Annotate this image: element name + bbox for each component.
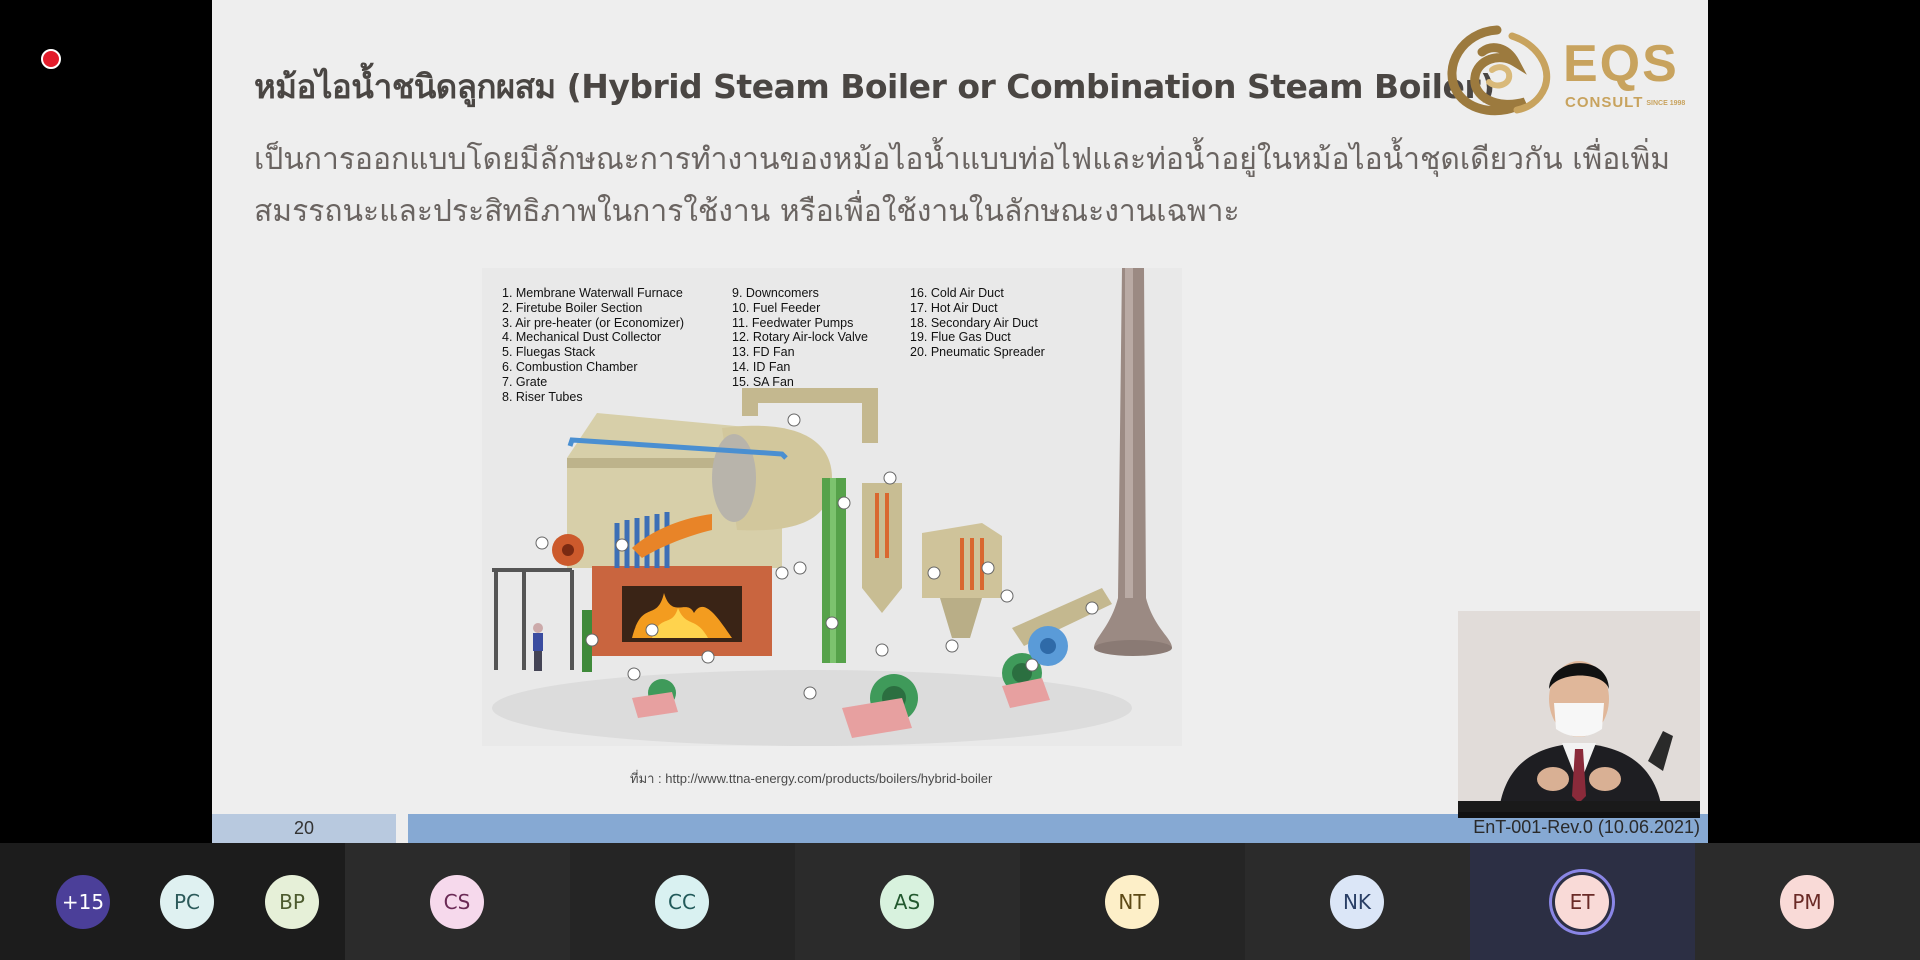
boiler-illustration xyxy=(492,268,1172,746)
legend-column-3: 16. Cold Air Duct 17. Hot Air Duct 18. S… xyxy=(910,286,1045,360)
participant-avatar[interactable]: NT xyxy=(1105,875,1159,929)
logo-swirl-icon xyxy=(1447,25,1551,116)
participant-group-tile[interactable]: +15 PC BP xyxy=(0,843,345,960)
legend-item: 2. Firetube Boiler Section xyxy=(502,300,643,315)
legend-item: 17. Hot Air Duct xyxy=(910,300,998,315)
logo-wordmark: EQS xyxy=(1563,35,1679,93)
presenter-video[interactable] xyxy=(1458,611,1700,818)
legend-item: 14. ID Fan xyxy=(732,359,791,374)
participant-avatar[interactable]: AS xyxy=(880,875,934,929)
legend-item: 20. Pneumatic Spreader xyxy=(910,345,1045,360)
participant-avatar[interactable]: NK xyxy=(1330,875,1384,929)
participant-tile[interactable]: AS xyxy=(795,843,1020,960)
legend-item: 9. Downcomers xyxy=(732,286,819,300)
document-code: EnT-001-Rev.0 (10.06.2021) xyxy=(1473,817,1700,837)
legend-item: 16. Cold Air Duct xyxy=(910,286,1004,300)
boiler-diagram: 1. Membrane Waterwall Furnace 2. Firetub… xyxy=(482,268,1182,746)
legend-item: 19. Flue Gas Duct xyxy=(910,330,1011,345)
legend-item: 6. Combustion Chamber xyxy=(502,359,638,374)
slide-title: หม้อไอน้ำชนิดลูกผสม (Hybrid Steam Boiler… xyxy=(254,67,1495,106)
legend-item: 1. Membrane Waterwall Furnace xyxy=(502,286,683,300)
participant-tile[interactable]: NK xyxy=(1245,843,1470,960)
source-note: ที่มา : http://www.ttna-energy.com/produ… xyxy=(630,771,993,786)
more-participants-avatar[interactable]: +15 xyxy=(56,875,110,929)
legend-item: 3. Air pre-heater (or Economizer) xyxy=(502,315,685,330)
page-number: 20 xyxy=(293,818,315,838)
legend-item: 10. Fuel Feeder xyxy=(732,300,821,315)
participant-tile[interactable]: NT xyxy=(1020,843,1245,960)
record-icon xyxy=(41,49,61,69)
legend-item: 8. Riser Tubes xyxy=(502,389,583,404)
participant-avatar[interactable]: BP xyxy=(265,875,319,929)
footer-right-band xyxy=(408,814,1708,843)
participant-tile[interactable]: CC xyxy=(570,843,795,960)
participant-avatar[interactable]: PM xyxy=(1780,875,1834,929)
legend-item: 5. Fluegas Stack xyxy=(502,345,596,360)
participant-avatar[interactable]: CC xyxy=(655,875,709,929)
participant-avatar[interactable]: PC xyxy=(160,875,214,929)
slide-description-line2: สมรรถนะและประสิทธิภาพในการใช้งาน หรือเพื… xyxy=(254,194,1240,229)
participant-tile[interactable]: CS xyxy=(345,843,570,960)
shared-slide: หม้อไอน้ำชนิดลูกผสม (Hybrid Steam Boiler… xyxy=(212,0,1708,843)
legend-column-1: 1. Membrane Waterwall Furnace 2. Firetub… xyxy=(502,286,684,404)
legend-item: 18. Secondary Air Duct xyxy=(910,315,1038,330)
legend-item: 11. Feedwater Pumps xyxy=(732,315,854,330)
legend-item: 13. FD Fan xyxy=(732,345,795,360)
participant-tile[interactable]: PM xyxy=(1695,843,1920,960)
legend-item: 4. Mechanical Dust Collector xyxy=(502,330,662,345)
presenter-image xyxy=(1458,611,1700,812)
participant-tile-active-speaker[interactable]: ET xyxy=(1470,843,1695,960)
legend-column-2: 9. Downcomers 10. Fuel Feeder 11. Feedwa… xyxy=(732,286,868,390)
participant-avatar[interactable]: ET xyxy=(1555,875,1609,929)
footer-left-band xyxy=(212,814,396,843)
slide-description-line1: เป็นการออกแบบโดยมีลักษณะการทำงานของหม้อไ… xyxy=(254,142,1671,177)
participant-avatar[interactable]: CS xyxy=(430,875,484,929)
legend-item: 15. SA Fan xyxy=(732,374,794,389)
slide-description: เป็นการออกแบบโดยมีลักษณะการทำงานของหม้อไ… xyxy=(254,134,1674,238)
legend-item: 7. Grate xyxy=(502,374,548,389)
legend-item: 12. Rotary Air-lock Valve xyxy=(732,330,868,345)
participants-bar: +15 PC BP CS CC AS NT NK ET PM xyxy=(0,843,1920,960)
